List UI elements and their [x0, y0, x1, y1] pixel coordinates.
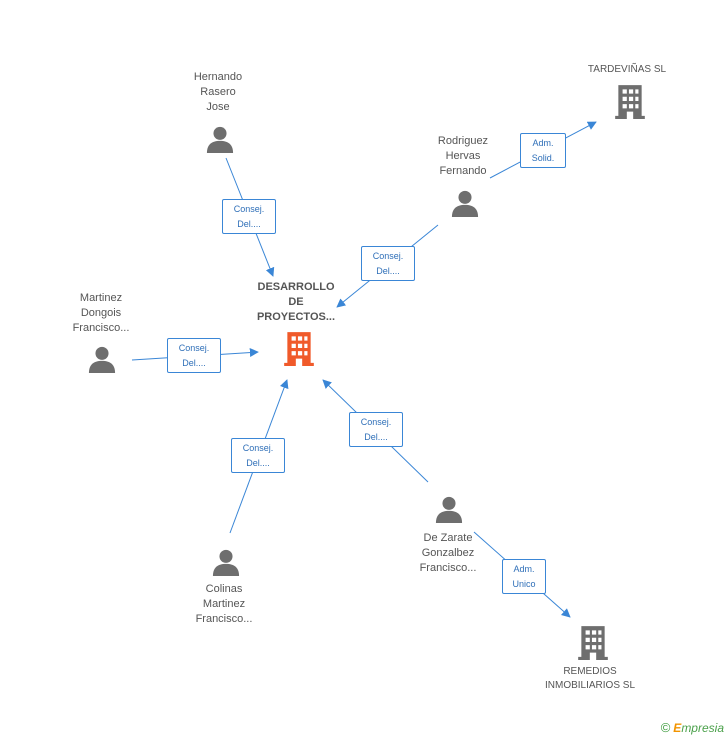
node-label-martinez[interactable]: Martinez Dongois Francisco...: [72, 292, 130, 334]
node-label-dezarate[interactable]: De Zarate Gonzalbez Francisco...: [419, 532, 477, 574]
brand-logo-text: mpresia: [681, 721, 724, 735]
brand-footer: ©Empresia: [661, 720, 724, 735]
person-icon-martinez[interactable]: [88, 346, 116, 373]
person-icon-colinas[interactable]: [212, 549, 240, 576]
person-icon-hernando[interactable]: [206, 126, 234, 153]
copyright-symbol: ©: [660, 720, 671, 735]
edge-label-rodriguez-main[interactable]: Consej. Del....: [361, 246, 415, 281]
edge-label-dezarate-main[interactable]: Consej. Del....: [349, 412, 403, 447]
building-icon-tardevinas[interactable]: [615, 85, 645, 119]
edge-label-martinez[interactable]: Consej. Del....: [167, 338, 221, 373]
person-icon-rodriguez[interactable]: [451, 190, 479, 217]
edge-label-rodriguez-tardevinas[interactable]: Adm. Solid.: [520, 133, 566, 168]
node-label-hernando[interactable]: Hernando Rasero Jose: [193, 71, 243, 113]
edge-label-hernando[interactable]: Consej. Del....: [222, 199, 276, 234]
building-icon-remedios[interactable]: [578, 626, 608, 660]
edge-label-dezarate-remedios[interactable]: Adm. Unico: [502, 559, 546, 594]
node-label-tardevinas[interactable]: TARDEVIÑAS SL: [587, 64, 667, 75]
building-icon-main[interactable]: [284, 332, 314, 366]
brand-logo-initial: E: [673, 721, 682, 735]
node-label-colinas[interactable]: Colinas Martinez Francisco...: [195, 583, 253, 625]
node-label-rodriguez[interactable]: Rodriguez Hervas Fernando: [437, 135, 489, 177]
node-label-remedios[interactable]: REMEDIOS INMOBILIARIOS SL: [544, 666, 636, 691]
edge-label-colinas[interactable]: Consej. Del....: [231, 438, 285, 473]
person-icon-dezarate[interactable]: [435, 496, 463, 523]
node-label-main[interactable]: DESARROLLO DE PROYECTOS...: [256, 281, 336, 323]
